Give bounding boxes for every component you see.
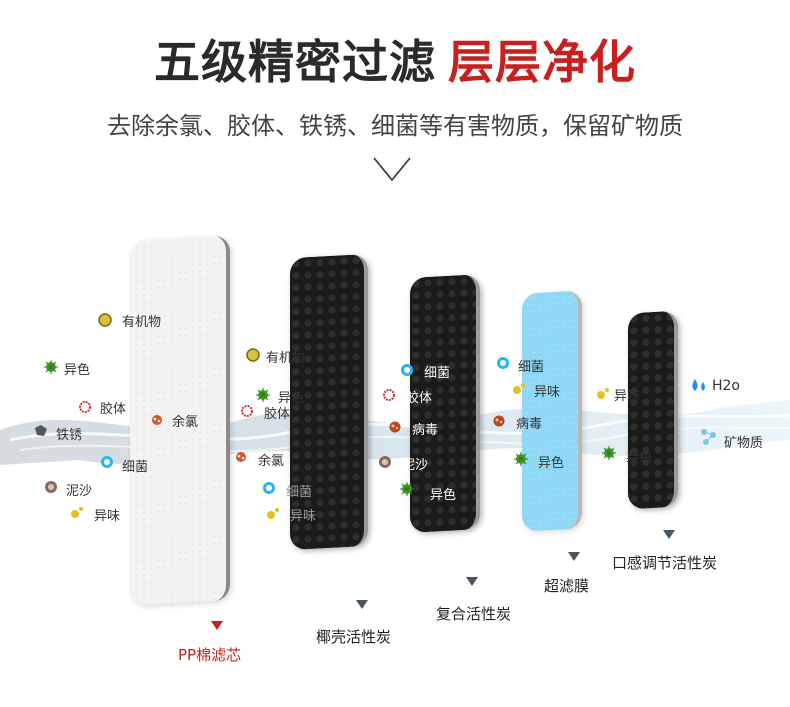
color-germ-icon [44, 360, 58, 374]
stage-composite-carbon-label: 复合活性炭 [436, 605, 512, 623]
composite-color-label: 异色 [538, 456, 565, 471]
color-germ-icon [256, 388, 270, 402]
rust-icon [35, 425, 47, 436]
bacteria-icon [263, 482, 275, 494]
virus-icon [389, 421, 401, 433]
odor-icon [513, 383, 525, 394]
title-accent: 层层净化 [448, 35, 636, 89]
coconut-virus-label: 病毒 [412, 423, 439, 438]
composite-bacteria-label: 细菌 [518, 360, 545, 375]
page-subtitle: 去除余氯、胶体、铁锈、细菌等有害物质，保留矿物质 [107, 112, 683, 140]
stage-pp-cotton-label: PP棉滤芯 [178, 646, 242, 664]
colloid-icon [79, 401, 91, 413]
input-odor-label: 异味 [94, 509, 121, 524]
input-chlorine-label: 余氯 [172, 415, 199, 430]
composite-odor-label: 异味 [534, 385, 561, 400]
chevron-down-icon [373, 157, 411, 182]
odor-icon [597, 388, 609, 399]
pp-organic-label: 有机物 [266, 351, 306, 366]
input-color-label: 异色 [64, 363, 91, 378]
chlorine-icon [236, 452, 246, 462]
input-mud-label: 泥沙 [66, 484, 93, 499]
page-title: 五级精密过滤层层净化 [0, 26, 790, 92]
color-germ-icon [400, 482, 414, 496]
coconut-mud-label: 泥沙 [402, 458, 429, 473]
bacteria-icon [101, 456, 113, 468]
output-h2o-label: H2o [712, 378, 740, 394]
water-drop-icon [692, 379, 705, 391]
input-organic-label: 有机物 [122, 315, 162, 330]
uf-color-label: 异色 [626, 450, 653, 465]
title-main: 五级精密过滤 [154, 35, 436, 89]
pp-colloid-label: 胶体 [264, 407, 291, 422]
pp-chlorine-label: 余氯 [258, 454, 285, 469]
ultrafiltration-membrane-panel [522, 290, 582, 532]
mud-icon [379, 456, 391, 468]
input-colloid-label: 胶体 [100, 402, 127, 417]
pp-bacteria-label: 细菌 [286, 485, 313, 500]
colloid-icon [241, 405, 253, 417]
pp-odor-label: 异味 [290, 509, 317, 524]
organic-matter-icon [246, 348, 260, 362]
color-germ-icon [514, 452, 528, 466]
coconut-color-label: 异色 [430, 488, 457, 503]
pp-color-label: 异色 [278, 391, 305, 406]
odor-icon [267, 508, 279, 519]
input-rust-label: 铁锈 [56, 428, 83, 443]
taste-carbon-filter-panel [628, 310, 678, 510]
stage-coconut-carbon-label: 椰壳活性炭 [316, 628, 392, 646]
stage-marker-icon [466, 577, 478, 586]
colloid-icon [383, 389, 395, 401]
stage-taste-carbon-label: 口感调节活性炭 [612, 554, 718, 572]
mineral-icon [701, 429, 716, 445]
mud-icon [45, 481, 57, 493]
uf-odor-label: 异味 [614, 389, 641, 404]
stage-marker-icon [663, 530, 675, 539]
stage-ultrafiltration-label: 超滤膜 [544, 577, 590, 595]
composite-virus-label: 病毒 [516, 417, 543, 432]
output-minerals-label: 矿物质 [724, 436, 764, 451]
bacteria-icon [401, 364, 413, 376]
input-bacteria-label: 细菌 [122, 460, 149, 475]
coconut-bacteria-label: 细菌 [424, 366, 451, 381]
stage-marker-icon [356, 600, 368, 609]
stage-marker-icon [211, 621, 223, 630]
virus-icon [493, 415, 505, 427]
organic-matter-icon [98, 313, 112, 327]
color-germ-icon [602, 446, 616, 460]
odor-icon [71, 507, 83, 518]
chlorine-icon [152, 415, 162, 425]
stage-marker-icon [568, 552, 580, 561]
coconut-colloid-label: 胶体 [406, 391, 433, 406]
bacteria-icon [497, 357, 509, 369]
